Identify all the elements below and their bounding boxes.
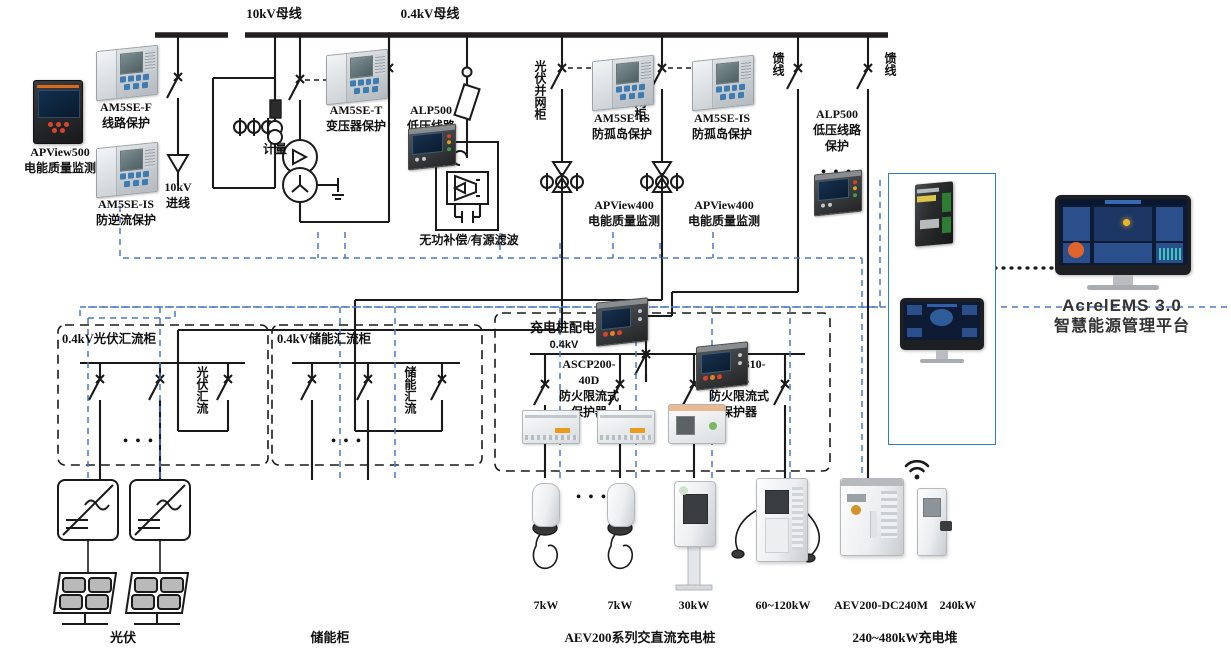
mv-bus-label: 10kV母线 <box>246 6 302 21</box>
storage-group-label: 储能柜 <box>310 630 350 645</box>
alp500-left-model: ALP500 <box>410 103 452 117</box>
am5se-t-device-image <box>326 48 388 106</box>
ems-desc: 智慧能源管理平台 <box>1053 318 1190 335</box>
es-combiner-title: 0.4kV储能汇流柜 <box>277 332 372 346</box>
charger-cabinet-voltage: 0.4kV <box>549 339 579 351</box>
am5se-is-es-device-image <box>692 54 754 112</box>
apview400-es-desc: 电能质量监测 <box>687 214 760 228</box>
apview500-device-image <box>33 80 83 144</box>
apview400-pv-device-image <box>596 297 648 347</box>
es-combiner-inner-label: 储能汇流 <box>403 366 417 414</box>
metering-label: 计量 <box>262 142 287 156</box>
pv-grid-tie-label: 光伏并网柜 <box>533 60 547 120</box>
alp500-right-model: ALP500 <box>816 107 858 121</box>
incoming-line-label-1: 10kV <box>164 180 192 194</box>
apview500-model: APView500 <box>30 145 90 159</box>
pv-combiner-title: 0.4kV光伏汇流柜 <box>62 332 157 346</box>
am5se-is-pv-desc: 防孤岛保护 <box>591 127 652 141</box>
ascp200-desc-line1: 防火限流式 <box>558 389 619 403</box>
charger-120kw-image <box>756 478 808 562</box>
alp500-right-line2: 低压线路 <box>812 123 861 137</box>
apview400-pv-desc: 电能质量监测 <box>587 214 660 228</box>
charger-30kw-image <box>674 481 716 547</box>
am5se-f-device-image <box>96 44 158 102</box>
am5se-is-left-device-image <box>96 141 158 199</box>
accu100-device-image <box>915 181 953 247</box>
pv-group-label: 光伏 <box>109 630 136 645</box>
apview400-pv-model: APView400 <box>594 198 654 212</box>
stack-rating: 240kW <box>939 598 977 612</box>
apview400-es-model: APView400 <box>694 198 754 212</box>
ascp200-model-line2: 40D <box>578 373 600 387</box>
ems-model: AcrelEMS 3.0 <box>1062 296 1182 315</box>
am5se-is-es-model: AM5SE-IS <box>693 111 750 125</box>
charger-cabinet-title: 充电桩配电柜 <box>529 320 608 335</box>
svg-unit-label: 无功补偿/有源滤波 <box>419 233 519 247</box>
ems-monitor-image <box>1055 195 1191 293</box>
apview500-desc: 电能质量监测 <box>23 161 96 175</box>
acrel2000mg-monitor-image <box>900 298 984 370</box>
feeder-label-b: 馈线 <box>883 52 897 76</box>
alp500-right-device-image <box>814 169 862 217</box>
stack-series-label: 240~480kW充电堆 <box>852 630 958 645</box>
ascp310-desc-line1: 防火限流式 <box>708 389 769 403</box>
stack-model: AEV200-DC240M <box>834 598 928 612</box>
ascp200-model-line1: ASCP200- <box>562 357 616 371</box>
charger-rating-2: 30kW <box>678 598 710 612</box>
am5se-is-left-model: AM5SE-IS <box>97 197 154 211</box>
charger-rating-1: 7kW <box>607 598 633 612</box>
ascp200-protector-image-1 <box>522 410 580 444</box>
am5se-is-pv-device-image <box>592 54 654 112</box>
feeder-label-a: 馈线 <box>771 52 785 76</box>
charger-rating-3: 60~120kW <box>755 598 811 612</box>
charger-7kw-image-1 <box>532 483 560 527</box>
am5se-is-pv-model: AM5SE-IS <box>593 111 650 125</box>
am5se-t-desc: 变压器保护 <box>325 119 386 133</box>
incoming-line-label-2: 进线 <box>165 196 190 210</box>
charger-ellipsis: • • • <box>576 490 608 505</box>
pv-combiner-inner-label: 光伏汇流 <box>195 366 209 414</box>
apview400-es-device-image <box>696 341 748 391</box>
wifi-icon <box>904 459 930 480</box>
pv-combiner-ellipsis: • • • <box>123 434 155 449</box>
charging-stack-image <box>840 478 904 556</box>
ascp200-protector-image-2 <box>597 410 655 444</box>
alp500-right-line3: 保护 <box>824 139 849 153</box>
charger-rating-0: 7kW <box>533 598 559 612</box>
es-combiner-ellipsis: • • • <box>331 434 363 449</box>
am5se-f-desc: 线路保护 <box>101 116 150 130</box>
alp500-left-device-image <box>408 123 456 171</box>
am5se-t-model: AM5SE-T <box>329 103 383 117</box>
ascp310-protector-image <box>668 404 726 444</box>
lv-bus-label: 0.4kV母线 <box>400 6 460 21</box>
am5se-f-model: AM5SE-F <box>100 100 152 114</box>
ascp310-desc-line2: 保护器 <box>720 405 757 419</box>
am5se-is-left-desc: 防逆流保护 <box>95 213 156 227</box>
charging-terminal-image <box>917 488 952 556</box>
am5se-is-es-desc: 防孤岛保护 <box>691 127 752 141</box>
charger-series-label: AEV200系列交直流充电桩 <box>564 630 716 645</box>
charger-7kw-image-2 <box>607 483 635 527</box>
